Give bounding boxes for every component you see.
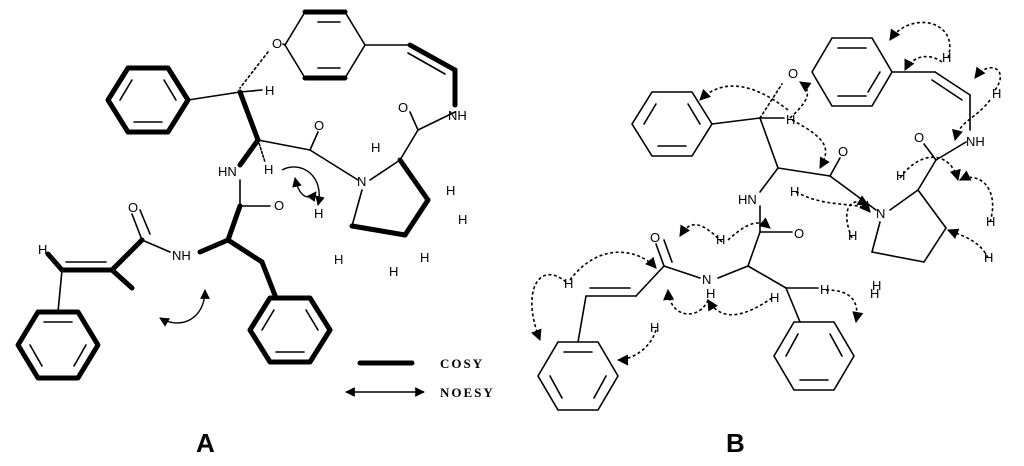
structure-b-macro-nh: NH (966, 134, 985, 149)
structure-b-h-extra: H (872, 278, 881, 293)
structure-a-hn-1: HN (218, 164, 237, 179)
structure-a-nh-2: NH (172, 248, 191, 263)
structure-a-h-pro-gamma-2: H (389, 264, 398, 279)
structure-a-benzyl-ring (105, 65, 191, 135)
structure-a-h-pro-gamma: H (420, 250, 429, 265)
structure-b-proline-n: N (876, 206, 885, 221)
panel-label-a: A (196, 428, 215, 458)
structure-b: O H H NH H O H HN N (531, 21, 1002, 411)
structure-b-h-pro-beta-2: H (984, 250, 993, 265)
structure-a-h-pro-delta: H (334, 252, 343, 267)
structure-b-carbonyl-oxygen-3: O (794, 226, 804, 241)
structure-a-h-pro-beta-2: H (458, 212, 467, 227)
structure-a-h-pro-beta-1: H (446, 183, 455, 198)
structure-b-h-alpha-2: H (716, 232, 725, 247)
structure-b-phenylene-ring (811, 37, 893, 107)
structure-a-proline-n: N (357, 174, 366, 189)
structure-b-amide-n: N (702, 272, 711, 287)
structure-a-carbonyl-oxygen-1: O (314, 118, 324, 133)
structure-a-h-vinyl: H (38, 242, 47, 257)
legend-cosy-label: COSY (440, 356, 484, 371)
structure-a-macro-nh: NH (448, 108, 467, 123)
structure-a-phenylene-ring (284, 9, 366, 81)
structure-b-benzyl-ring (631, 91, 713, 157)
structure-b-h-vinyl-1: H (564, 276, 573, 291)
structure-a-h-pro-alpha: H (371, 140, 380, 155)
structure-b-h-pro-delta-2: H (870, 286, 879, 301)
structure-b-cinnamoyl-ring (537, 341, 619, 411)
structure-b-h-alpha: H (790, 184, 799, 199)
structure-b-h-vinyl-2: H (650, 320, 659, 335)
legend: COSY NOESY (345, 356, 495, 400)
structure-b-carbonyl-oxygen-1: O (838, 144, 848, 159)
structure-a-carbonyl-oxygen-4: O (128, 200, 138, 215)
structure-a: O NH H O H HN N (15, 9, 467, 381)
structure-b-h-benzylic: H (786, 112, 795, 127)
structure-a-h-alpha: H (264, 162, 273, 177)
structure-a-h-benzylic: H (265, 83, 274, 98)
structure-b-hn-1: HN (738, 192, 757, 207)
structure-a-cinnamoyl-ring (15, 309, 101, 381)
structure-b-h-pro-delta: H (848, 228, 857, 243)
structure-b-h-beta: H (770, 290, 779, 305)
structure-a-ether-oxygen: O (272, 36, 282, 51)
structure-b-carbonyl-oxygen-2: O (914, 130, 924, 145)
panel-label-b: B (726, 428, 745, 458)
structure-a-h-pro-delta-2: H (314, 206, 323, 221)
structure-b-h-pro-alpha: H (896, 168, 905, 183)
structure-b-h-alkene-2: H (992, 86, 1001, 101)
structure-b-phenylalanine-ring (773, 321, 855, 391)
structure-a-carbonyl-oxygen-2: O (398, 100, 408, 115)
structure-a-carbonyl-oxygen-3: O (274, 198, 284, 213)
structure-b-carbonyl-oxygen-4: O (650, 230, 660, 245)
structure-b-h-alkene-1: H (942, 50, 951, 65)
structure-a-phenylalanine-ring (247, 295, 333, 365)
legend-noesy-label: NOESY (440, 385, 495, 400)
structure-b-h-beta-2: H (820, 282, 829, 297)
structure-b-hmbc-correlations (531, 21, 1002, 366)
structure-b-h-amide: H (706, 286, 715, 301)
structure-b-ether-oxygen: O (788, 66, 798, 81)
